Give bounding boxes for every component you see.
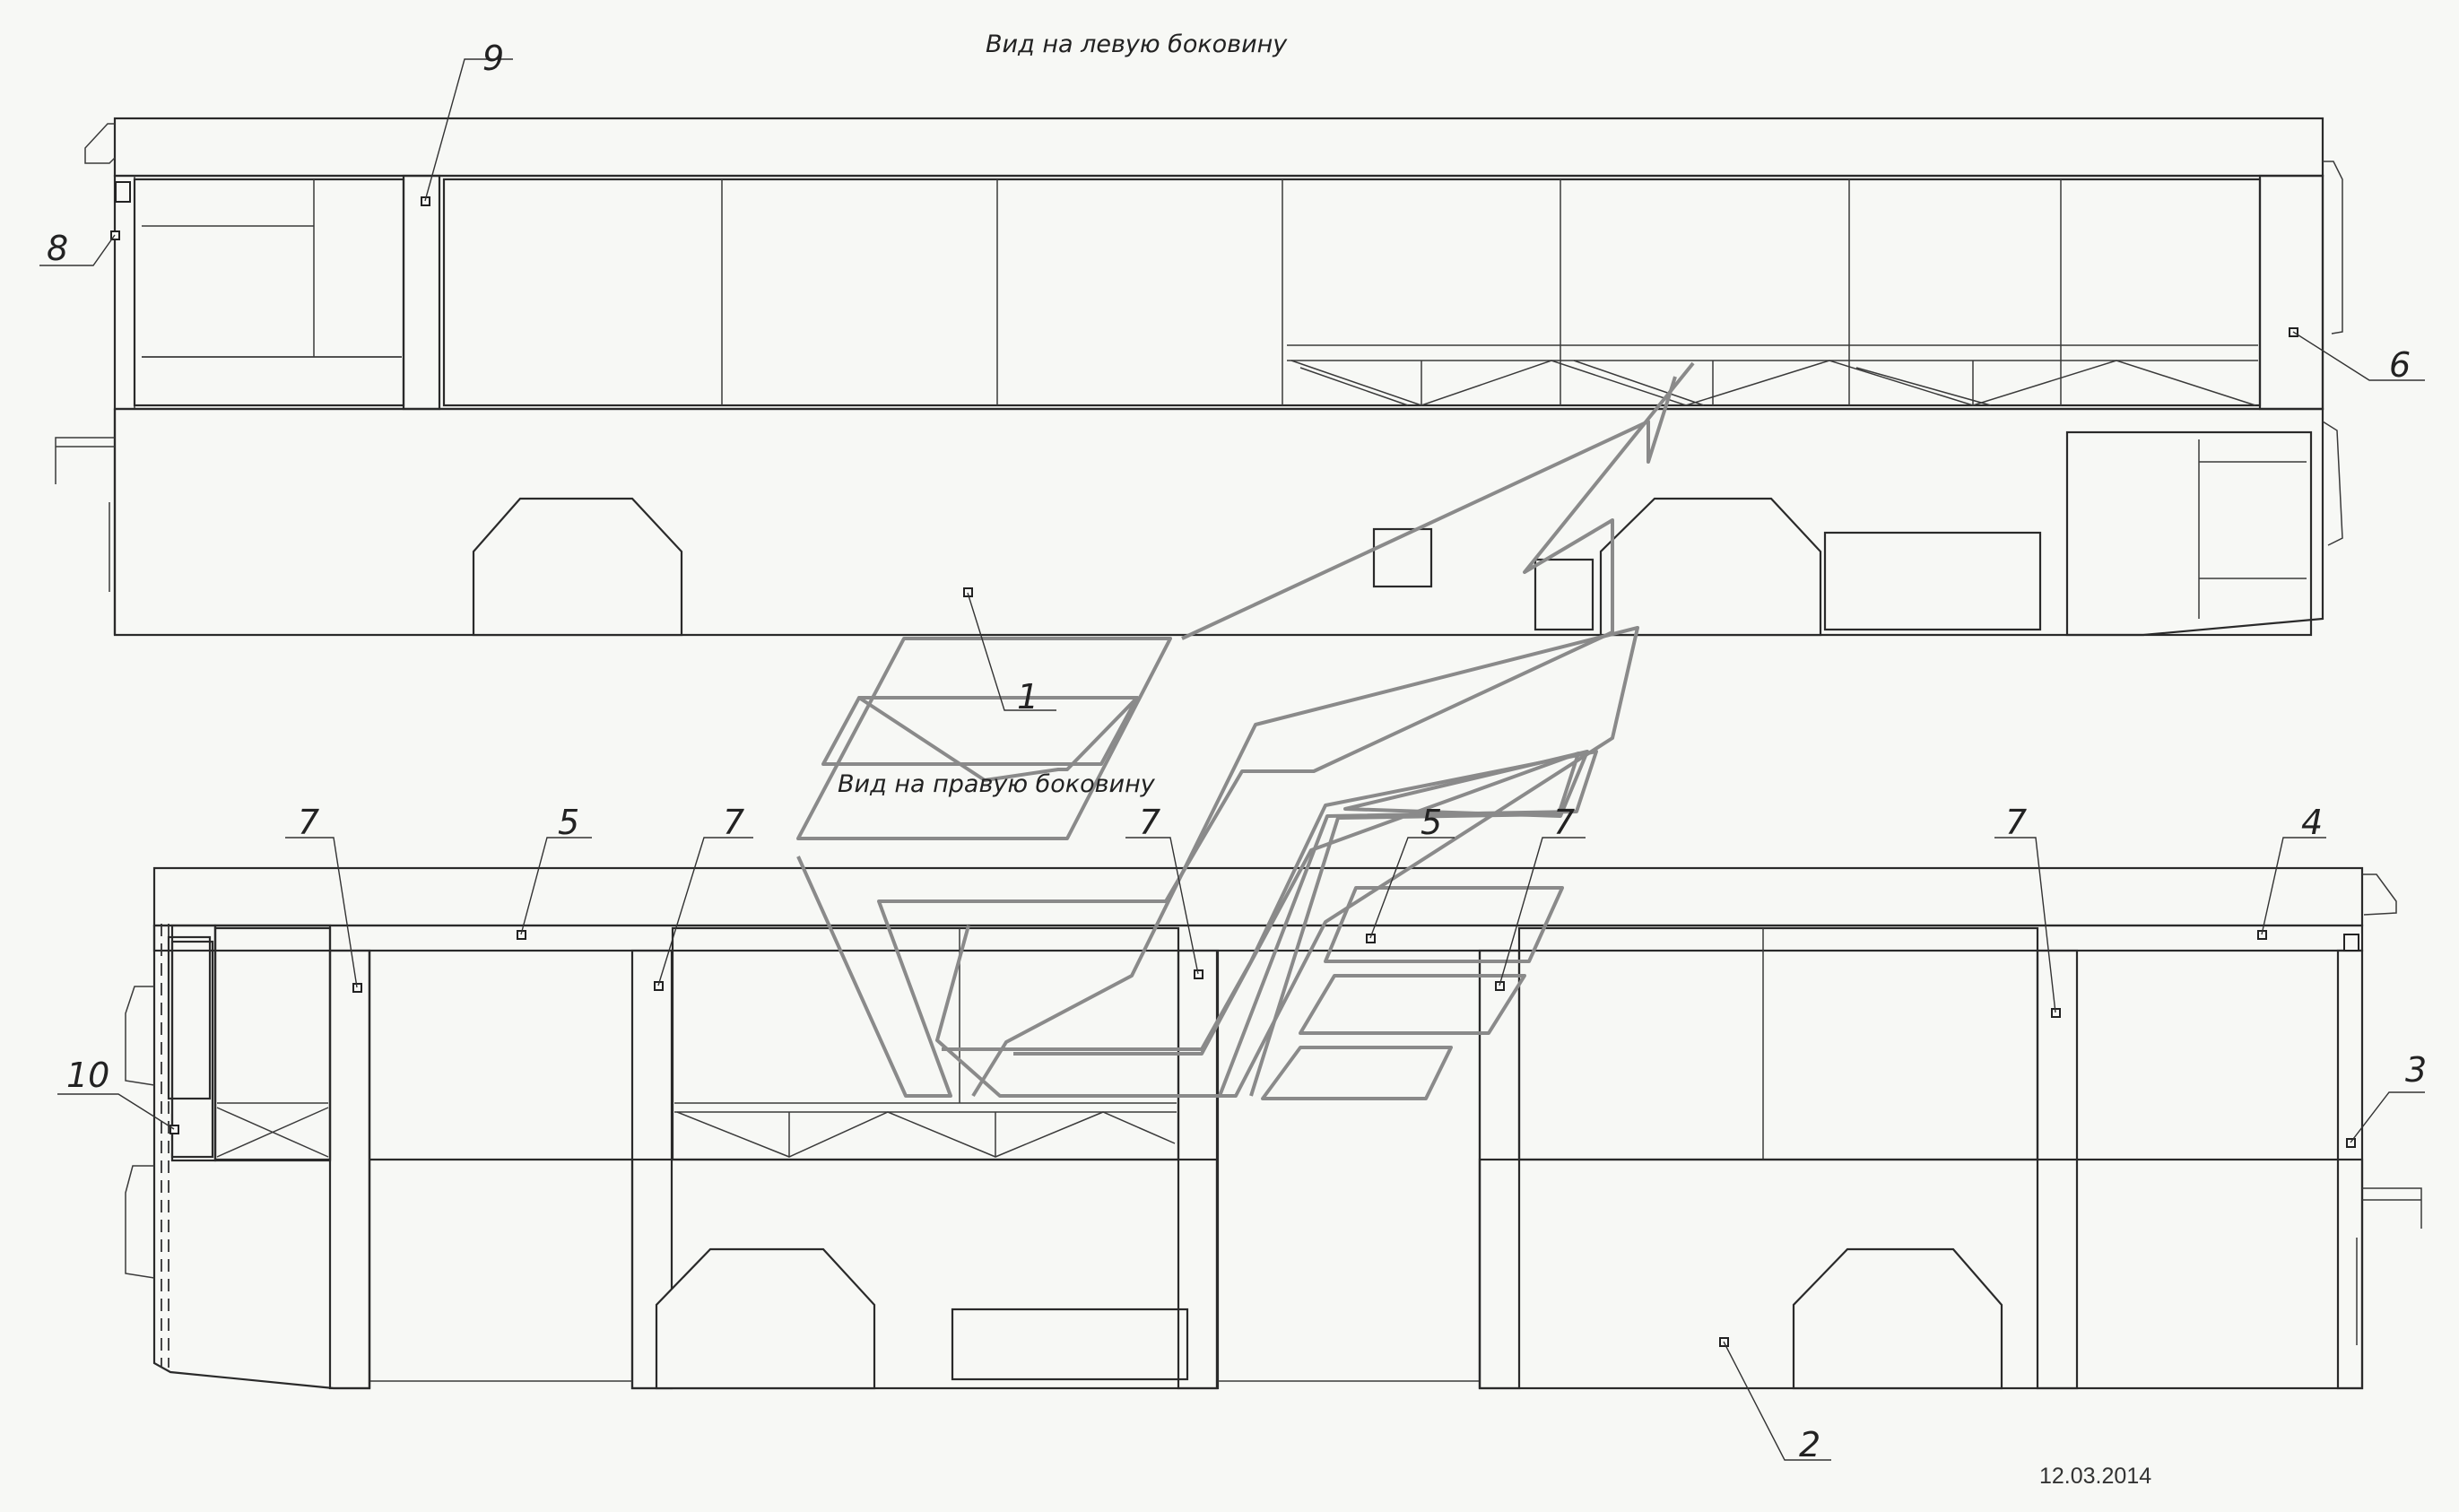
callout-labels: 9 8 6 1 7 5 7 7 5 7 7 4 3 10 2 <box>47 39 2427 1464</box>
callout-3: 3 <box>2405 1050 2427 1090</box>
logo-stripe <box>1261 1046 1453 1100</box>
marker-10 <box>169 1125 179 1134</box>
marker-7 <box>654 981 664 991</box>
logo-chevron-outer <box>796 361 1695 1098</box>
right-luggage-hatch <box>951 1308 1189 1381</box>
right-truss-diagonals <box>676 1111 1176 1158</box>
left-window-driver <box>133 178 405 407</box>
right-rear-pillar <box>2336 949 2364 1390</box>
callout-10: 10 <box>66 1056 109 1095</box>
marker-7 <box>352 983 362 993</box>
logo-stripe <box>1324 886 1564 963</box>
callout-7: 7 <box>723 803 744 842</box>
left-rear-hook <box>2323 161 2343 335</box>
right-front-window <box>213 926 332 1161</box>
caption-left-view: Вид на левую боковину <box>986 30 1288 58</box>
callout-8: 8 <box>47 229 68 268</box>
callout-5: 5 <box>1421 803 1442 842</box>
left-side-view <box>55 117 2343 637</box>
left-truss-diagonals <box>1299 360 1992 406</box>
logo-watermark <box>796 361 1695 1100</box>
callout-2: 2 <box>1799 1425 1820 1464</box>
right-door-pillar <box>1177 949 1220 1390</box>
callout-5: 5 <box>558 803 579 842</box>
left-rear-wheel-arch <box>1599 497 1822 637</box>
leader-3 <box>2350 1091 2425 1143</box>
marker-5 <box>1366 934 1376 943</box>
callout-7: 7 <box>298 803 319 842</box>
leader-2 <box>1723 1341 1831 1461</box>
leader-4 <box>2261 837 2326 935</box>
marker-7 <box>1194 969 1203 979</box>
left-truss-diagonals <box>1290 360 2256 406</box>
marker-1 <box>963 587 973 597</box>
right-window-mid <box>671 926 1180 1161</box>
logo-stripe <box>796 637 1172 840</box>
left-rear-pillar <box>2258 174 2324 411</box>
left-rear-bumper <box>2322 421 2343 546</box>
callout-7: 7 <box>2005 803 2027 842</box>
right-roof <box>152 866 2364 927</box>
right-side-view <box>125 866 2422 1390</box>
logo-chevron-middle <box>935 626 1639 1098</box>
marker-7 <box>2051 1008 2061 1018</box>
left-hatch-small <box>1372 527 1433 588</box>
left-window-band <box>113 174 2324 411</box>
leader-6 <box>2292 331 2425 381</box>
right-front-mirror <box>125 986 155 1086</box>
callout-6: 6 <box>2389 345 2411 385</box>
callout-4: 4 <box>2301 803 2323 842</box>
left-front-hook <box>84 123 116 164</box>
right-front-wheel-arch <box>655 1247 876 1390</box>
callout-1: 1 <box>1017 677 1038 717</box>
captions: Вид на левую боковину Вид на правую боко… <box>838 30 1288 798</box>
leader-8 <box>39 234 116 266</box>
logo-stripe <box>857 696 1139 782</box>
leader-1 <box>967 592 1056 711</box>
logo-stripe <box>821 696 1139 766</box>
drawing-date: 12.03.2014 <box>2039 1464 2151 1489</box>
logo-chevron-top <box>1181 376 1677 640</box>
right-rear-mirror-bracket <box>2362 1187 2422 1229</box>
leader-9 <box>424 58 513 202</box>
right-front-truss <box>216 1107 329 1158</box>
logo-chevron-tip <box>1343 750 1589 818</box>
callout-9: 9 <box>482 39 504 78</box>
left-front-clip <box>115 181 131 203</box>
left-hatch-small <box>1534 558 1594 631</box>
logo-stripe <box>1299 974 1526 1035</box>
left-front-mirror-bracket <box>55 437 115 484</box>
leader-lines <box>39 58 2425 1461</box>
right-front-bumper-detail <box>125 1165 155 1279</box>
callout-7: 7 <box>1139 803 1160 842</box>
leader-7 <box>285 837 358 988</box>
right-front-slot <box>167 935 212 1100</box>
leader-7 <box>1994 837 2056 1013</box>
leader-7 <box>1499 837 1586 986</box>
left-engine-door <box>2065 430 2313 637</box>
leader-7 <box>657 837 753 986</box>
left-front-wheel-arch <box>472 497 683 637</box>
left-luggage-hatch <box>1823 531 2042 631</box>
left-pillar-9 <box>402 174 441 411</box>
right-front-door-leaf <box>213 924 332 1162</box>
right-rear-hook <box>2362 873 2397 916</box>
marker-3 <box>2346 1138 2356 1148</box>
right-window-rear <box>1517 926 2039 1161</box>
callout-7: 7 <box>1553 803 1575 842</box>
leader-7 <box>1125 837 1199 975</box>
leader-5 <box>1369 837 1455 939</box>
right-rear-clip <box>2343 934 2359 952</box>
right-door-pillar <box>328 949 371 1390</box>
left-window-frame <box>442 178 2262 407</box>
leader-5 <box>520 837 592 935</box>
left-lower-body <box>113 407 2324 637</box>
caption-right-view: Вид на правую боковину <box>838 770 1156 798</box>
leader-10 <box>57 1093 175 1130</box>
right-rear-wheel-arch <box>1792 1247 2003 1390</box>
